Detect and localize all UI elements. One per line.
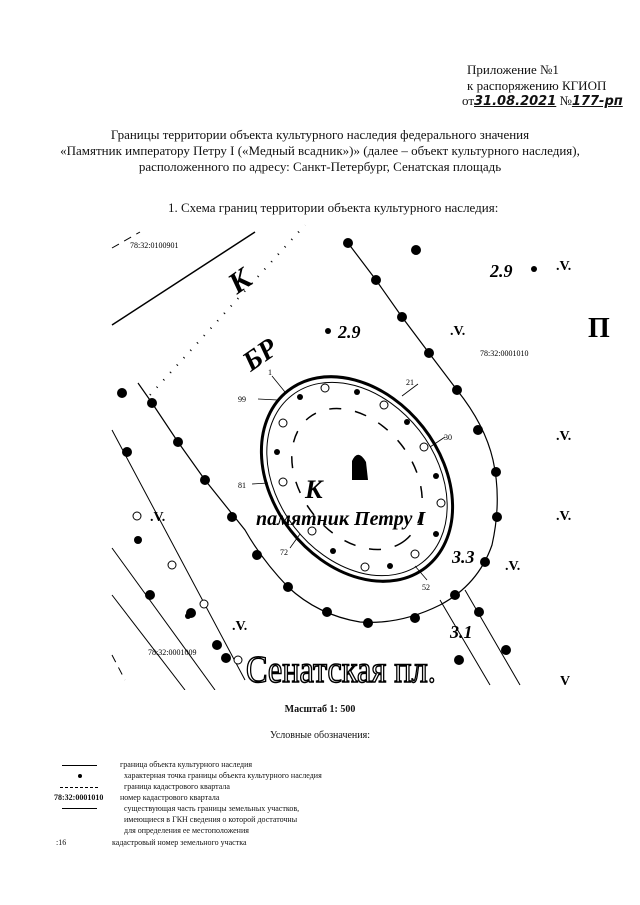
legend-quarter-symbol: 78:32:0001010 <box>54 793 104 802</box>
point-label: 72 <box>280 548 288 557</box>
legend-item: граница кадастрового квартала <box>124 782 230 791</box>
protected-zone-boundary <box>137 242 498 623</box>
cadastral-boundary <box>111 231 141 249</box>
height-mark: 2.9 <box>337 322 361 342</box>
quarter-label: 78:32:0001010 <box>480 349 528 358</box>
map-letter: БР <box>236 332 284 378</box>
map-letter: К <box>221 261 259 301</box>
order-label: к распоряжению КГИОП <box>467 78 607 93</box>
boundary-points <box>117 238 537 665</box>
legend-item: имеющиеся в ГКН сведения о которой доста… <box>124 815 298 824</box>
monument-boundary <box>259 375 455 583</box>
point-label: 99 <box>238 395 246 404</box>
street-line <box>111 231 256 326</box>
number-prefix: № <box>559 93 572 108</box>
vegetation-marks: .V. .V. .V. .V. .V. .V. .V. V <box>150 259 571 689</box>
street-line <box>111 429 246 681</box>
svg-text:.V.: .V. <box>556 429 571 444</box>
street-line <box>111 547 216 690</box>
legend-item: граница объекта культурного наследия <box>120 760 253 769</box>
title-line-1: Границы территории объекта культурного н… <box>110 127 530 142</box>
point-label: 1 <box>268 368 272 377</box>
svg-text:.V.: .V. <box>450 324 465 339</box>
map-scale: Масштаб 1: 500 <box>284 704 356 715</box>
svg-text:V: V <box>560 674 570 689</box>
point-label: 21 <box>406 378 414 387</box>
legend-item: характерная точка границы объекта культу… <box>124 771 322 780</box>
street-line <box>464 589 521 686</box>
street-line <box>439 599 491 686</box>
legend-parcel-symbol: :16 <box>56 838 67 847</box>
order-date: 31.08.2021 <box>474 94 557 109</box>
point-label: 52 <box>422 583 430 592</box>
height-mark: 3.3 <box>451 547 475 567</box>
quarter-label: 78:32:0100901 <box>130 241 178 250</box>
height-mark: 3.1 <box>449 622 473 642</box>
legend-dot-symbol <box>78 774 82 778</box>
order-date-line: от31.08.2021 №177-рп <box>462 93 623 109</box>
map-letter: П <box>588 313 610 344</box>
legend-item: номер кадастрового квартала <box>120 793 220 802</box>
title-line-2: «Памятник императору Петру I («Медный вс… <box>60 143 580 158</box>
appendix-label: Приложение №1 <box>467 62 559 77</box>
quarter-label: 78:32:0001009 <box>148 648 196 657</box>
legend-item: существующая часть границы земельных уча… <box>124 804 300 813</box>
legend-dashed-symbol <box>60 787 98 788</box>
height-mark: 2.9 <box>489 261 513 281</box>
boundary-map: 78:32:0100901 78:32:0001010 78:32:000100… <box>111 224 610 690</box>
cadastral-boundary <box>111 654 126 681</box>
svg-text:.V.: .V. <box>556 509 571 524</box>
street-line <box>111 594 186 690</box>
section-title: 1. Схема границ территории объекта культ… <box>168 200 499 215</box>
from-prefix: от <box>462 93 475 108</box>
svg-text:.V.: .V. <box>556 259 571 274</box>
map-letter: К <box>304 475 324 504</box>
monument-label: памятник Петру I <box>256 508 426 530</box>
title-line-3: расположенного по адресу: Санкт-Петербур… <box>138 159 502 174</box>
street-label: Сенатская пл. <box>246 649 436 690</box>
legend-item: кадастровый номер земельного участка <box>112 838 247 847</box>
monument-icon <box>352 454 368 480</box>
legend-item: для определения ее местоположения <box>124 826 249 835</box>
legend-solid-line-symbol <box>62 808 97 809</box>
legend-title: Условные обозначения: <box>269 730 370 741</box>
point-label: 81 <box>238 481 246 490</box>
existing-points <box>132 383 446 665</box>
svg-text:.V.: .V. <box>150 510 165 525</box>
svg-text:.V.: .V. <box>505 559 520 574</box>
point-label: 30 <box>444 433 452 442</box>
svg-text:.V.: .V. <box>232 619 247 634</box>
order-number: 177-рп <box>571 94 623 109</box>
legend-solid-line-symbol <box>62 765 97 766</box>
